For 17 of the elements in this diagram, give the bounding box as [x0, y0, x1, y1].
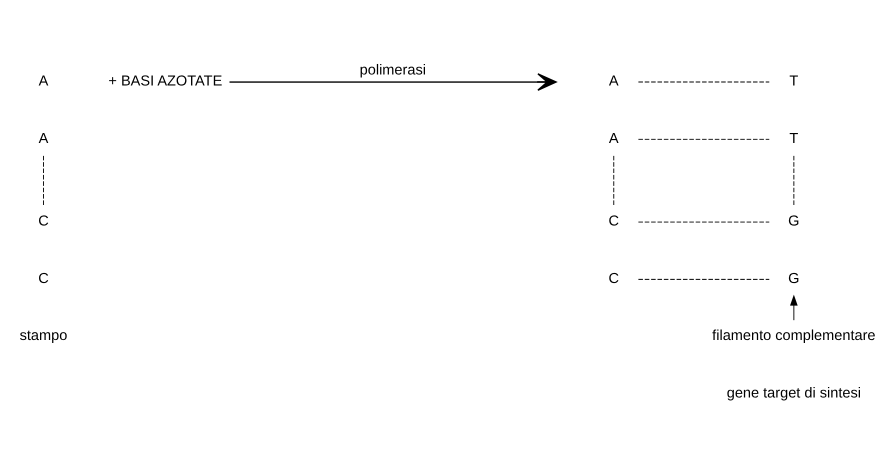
- node-text: A: [608, 130, 619, 146]
- node-text: T: [789, 130, 798, 146]
- node-text: G: [788, 213, 800, 230]
- node-text: C: [608, 213, 620, 230]
- node-text: A: [38, 130, 48, 146]
- node-text: C: [38, 213, 49, 230]
- label: stampo: [20, 328, 68, 344]
- edge-label: polimerasi: [360, 62, 426, 78]
- node-text: A: [38, 72, 48, 89]
- node-text: T: [789, 72, 798, 89]
- node-text: C: [608, 270, 620, 286]
- label: gene target di sintesi: [726, 384, 861, 401]
- node-text: C: [38, 270, 49, 286]
- node-text: filamento complementare: [712, 328, 876, 344]
- node-text: + BASI AZOTATE: [108, 72, 222, 89]
- node-text: A: [608, 72, 619, 89]
- node-text: G: [788, 270, 800, 286]
